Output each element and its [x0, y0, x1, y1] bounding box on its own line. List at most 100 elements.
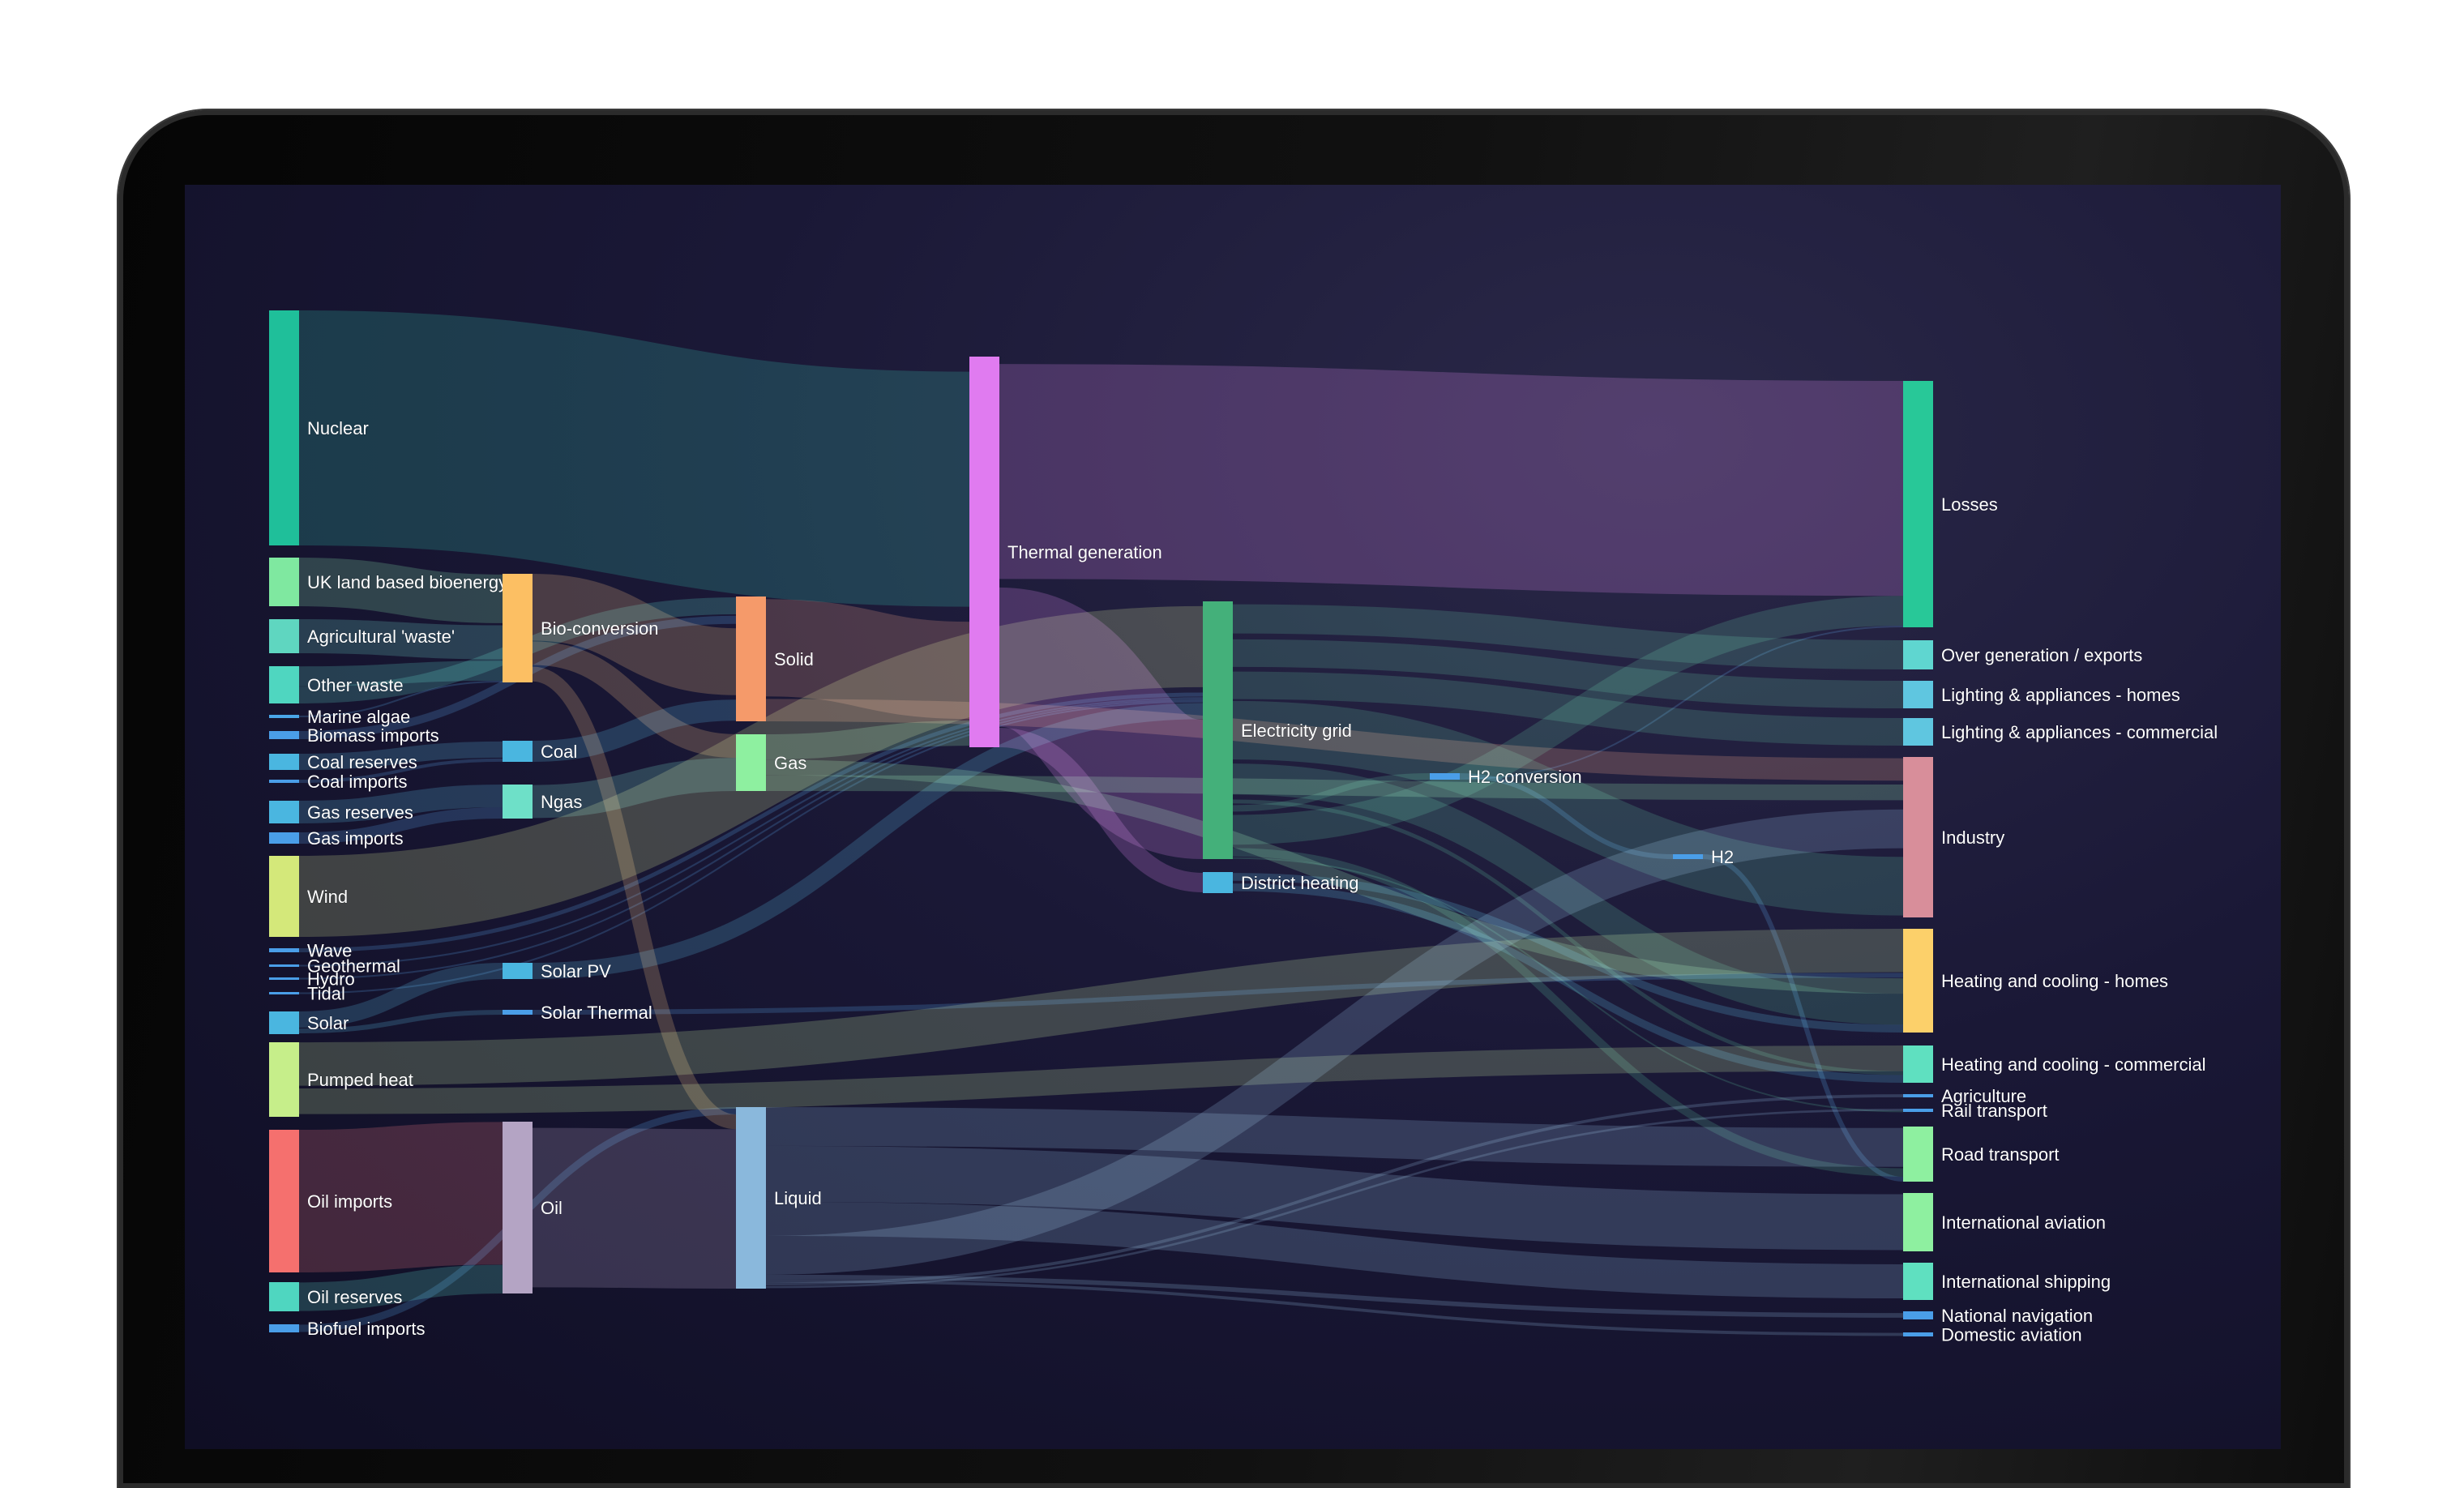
- node-bar-solar-thermal[interactable]: [503, 1010, 533, 1015]
- node-agriculture[interactable]: Agriculture: [1903, 1086, 2027, 1107]
- node-ngas[interactable]: Ngas: [503, 785, 583, 819]
- link-coal_imports-to-coal[interactable]: [298, 758, 503, 783]
- link-marine_algae-to-bio_conversion[interactable]: [298, 680, 503, 718]
- link-liquid-to-domestic_aviation[interactable]: [765, 1279, 1904, 1336]
- node-bio-conversion[interactable]: Bio-conversion: [503, 574, 659, 682]
- node-oil-reserves[interactable]: Oil reserves: [269, 1282, 403, 1311]
- link-thermal_generation-to-losses[interactable]: [999, 364, 1904, 596]
- node-agri-waste[interactable]: Agricultural 'waste': [269, 619, 456, 653]
- node-bar-losses[interactable]: [1903, 381, 1933, 627]
- node-bar-wave[interactable]: [269, 948, 299, 952]
- node-bar-bio-conversion[interactable]: [503, 574, 533, 682]
- node-bar-uk-bio[interactable]: [269, 558, 299, 606]
- link-electricity_grid-to-industry[interactable]: [1232, 700, 1904, 916]
- node-bar-ngas[interactable]: [503, 785, 533, 819]
- link-h2-to-road_transport[interactable]: [1702, 854, 1904, 1182]
- link-agri_waste-to-bio_conversion[interactable]: [298, 619, 503, 660]
- link-thermal_generation-to-district_heating[interactable]: [999, 728, 1204, 892]
- node-uk-bio[interactable]: UK land based bioenergy: [269, 558, 508, 606]
- node-gas-imports[interactable]: Gas imports: [269, 828, 404, 849]
- link-nuclear-to-thermal_generation[interactable]: [298, 310, 970, 607]
- node-h2-conversion[interactable]: H2 conversion: [1430, 767, 1582, 788]
- node-biofuel-imports[interactable]: Biofuel imports: [269, 1319, 426, 1340]
- node-h2[interactable]: H2: [1673, 847, 1735, 868]
- node-losses[interactable]: Losses: [1903, 381, 1998, 627]
- node-bar-biomass-imports[interactable]: [269, 731, 299, 739]
- link-electricity_grid-to-road_transport[interactable]: [1232, 848, 1904, 1177]
- link-electricity_grid-to-lighting_homes[interactable]: [1232, 639, 1904, 708]
- node-bar-gas-reserves[interactable]: [269, 801, 299, 823]
- node-bar-road-transport[interactable]: [1903, 1127, 1933, 1182]
- node-bar-coal[interactable]: [503, 741, 533, 762]
- node-national-navigation[interactable]: National navigation: [1903, 1306, 2094, 1327]
- link-liquid-to-national_navigation[interactable]: [765, 1274, 1904, 1318]
- link-coal_reserves-to-coal[interactable]: [298, 741, 503, 770]
- link-district_heating-to-heating_commercial[interactable]: [1232, 883, 1904, 1083]
- link-bio_conversion-to-solid[interactable]: [532, 573, 737, 695]
- node-bar-agri-waste[interactable]: [269, 619, 299, 653]
- node-bar-oil-reserves[interactable]: [269, 1282, 299, 1311]
- node-heating-homes[interactable]: Heating and cooling - homes: [1903, 929, 2169, 1033]
- node-bar-nuclear[interactable]: [269, 310, 299, 545]
- node-bar-solar-pv[interactable]: [503, 963, 533, 979]
- node-bar-international-shipping[interactable]: [1903, 1263, 1933, 1300]
- node-hydro[interactable]: Hydro: [269, 968, 355, 990]
- node-bar-lighting-homes[interactable]: [1903, 681, 1933, 708]
- link-oil_imports-to-oil[interactable]: [298, 1122, 503, 1272]
- node-tidal[interactable]: Tidal: [269, 983, 345, 1004]
- link-oil_reserves-to-oil[interactable]: [298, 1264, 503, 1311]
- node-bar-wind[interactable]: [269, 856, 299, 937]
- node-over-generation[interactable]: Over generation / exports: [1903, 640, 2143, 669]
- link-liquid-to-rail_transport[interactable]: [765, 1108, 1904, 1289]
- node-solid[interactable]: Solid: [736, 596, 814, 721]
- node-solar[interactable]: Solar: [269, 1011, 349, 1034]
- node-liquid[interactable]: Liquid: [736, 1107, 822, 1289]
- link-h2_conversion-to-h2[interactable]: [1459, 773, 1674, 859]
- link-uk_bio-to-bio_conversion[interactable]: [298, 558, 503, 623]
- link-gas-to-thermal_generation[interactable]: [765, 720, 970, 760]
- node-bar-coal-imports[interactable]: [269, 780, 299, 783]
- node-coal-reserves[interactable]: Coal reserves: [269, 752, 417, 773]
- link-bio_conversion-to-gas[interactable]: [532, 641, 737, 759]
- node-other-waste[interactable]: Other waste: [269, 666, 404, 703]
- node-bar-over-generation[interactable]: [1903, 640, 1933, 669]
- node-industry[interactable]: Industry: [1903, 757, 2005, 917]
- node-oil[interactable]: Oil: [503, 1122, 563, 1293]
- node-bar-marine-algae[interactable]: [269, 715, 299, 718]
- node-oil-imports[interactable]: Oil imports: [269, 1130, 393, 1272]
- node-lighting-homes[interactable]: Lighting & appliances - homes: [1903, 681, 2180, 708]
- link-electricity_grid-to-heating_homes[interactable]: [1232, 763, 1904, 1025]
- link-solar-to-solar_thermal[interactable]: [298, 1010, 503, 1033]
- link-bio_conversion-to-liquid[interactable]: [531, 666, 738, 1130]
- node-gas-reserves[interactable]: Gas reserves: [269, 801, 413, 823]
- node-bar-pumped-heat[interactable]: [269, 1042, 299, 1117]
- node-bar-gas[interactable]: [736, 734, 766, 791]
- node-bar-geothermal[interactable]: [269, 964, 299, 967]
- node-international-aviation[interactable]: International aviation: [1903, 1193, 2107, 1251]
- node-wind[interactable]: Wind: [269, 856, 349, 937]
- node-rail-transport[interactable]: Rail transport: [1903, 1101, 2047, 1122]
- link-liquid-to-road_transport[interactable]: [765, 1106, 1904, 1167]
- node-gas[interactable]: Gas: [736, 734, 807, 791]
- node-road-transport[interactable]: Road transport: [1903, 1127, 2060, 1182]
- node-coal-imports[interactable]: Coal imports: [269, 772, 408, 793]
- node-bar-solar[interactable]: [269, 1011, 299, 1034]
- node-bar-lighting-commercial[interactable]: [1903, 718, 1933, 746]
- node-wave[interactable]: Wave: [269, 940, 353, 961]
- link-ngas-to-gas[interactable]: [532, 758, 737, 819]
- link-oil-to-liquid[interactable]: [532, 1127, 737, 1289]
- link-solar_thermal-to-heating_homes[interactable]: [532, 973, 1904, 1015]
- link-pumped_heat-to-heating_commercial[interactable]: [298, 1045, 1904, 1114]
- node-solar-thermal[interactable]: Solar Thermal: [503, 1003, 652, 1024]
- node-bar-coal-reserves[interactable]: [269, 754, 299, 770]
- node-geothermal[interactable]: Geothermal: [269, 956, 400, 977]
- node-electricity-grid[interactable]: Electricity grid: [1203, 601, 1352, 859]
- link-coal-to-solid[interactable]: [532, 699, 737, 762]
- node-heating-commercial[interactable]: Heating and cooling - commercial: [1903, 1045, 2206, 1083]
- node-bar-oil-imports[interactable]: [269, 1130, 299, 1272]
- node-bar-h2-conversion[interactable]: [1430, 773, 1460, 780]
- node-bar-other-waste[interactable]: [269, 666, 299, 703]
- node-bar-agriculture[interactable]: [1903, 1094, 1933, 1097]
- node-bar-biofuel-imports[interactable]: [269, 1324, 299, 1332]
- node-bar-district-heating[interactable]: [1203, 872, 1233, 893]
